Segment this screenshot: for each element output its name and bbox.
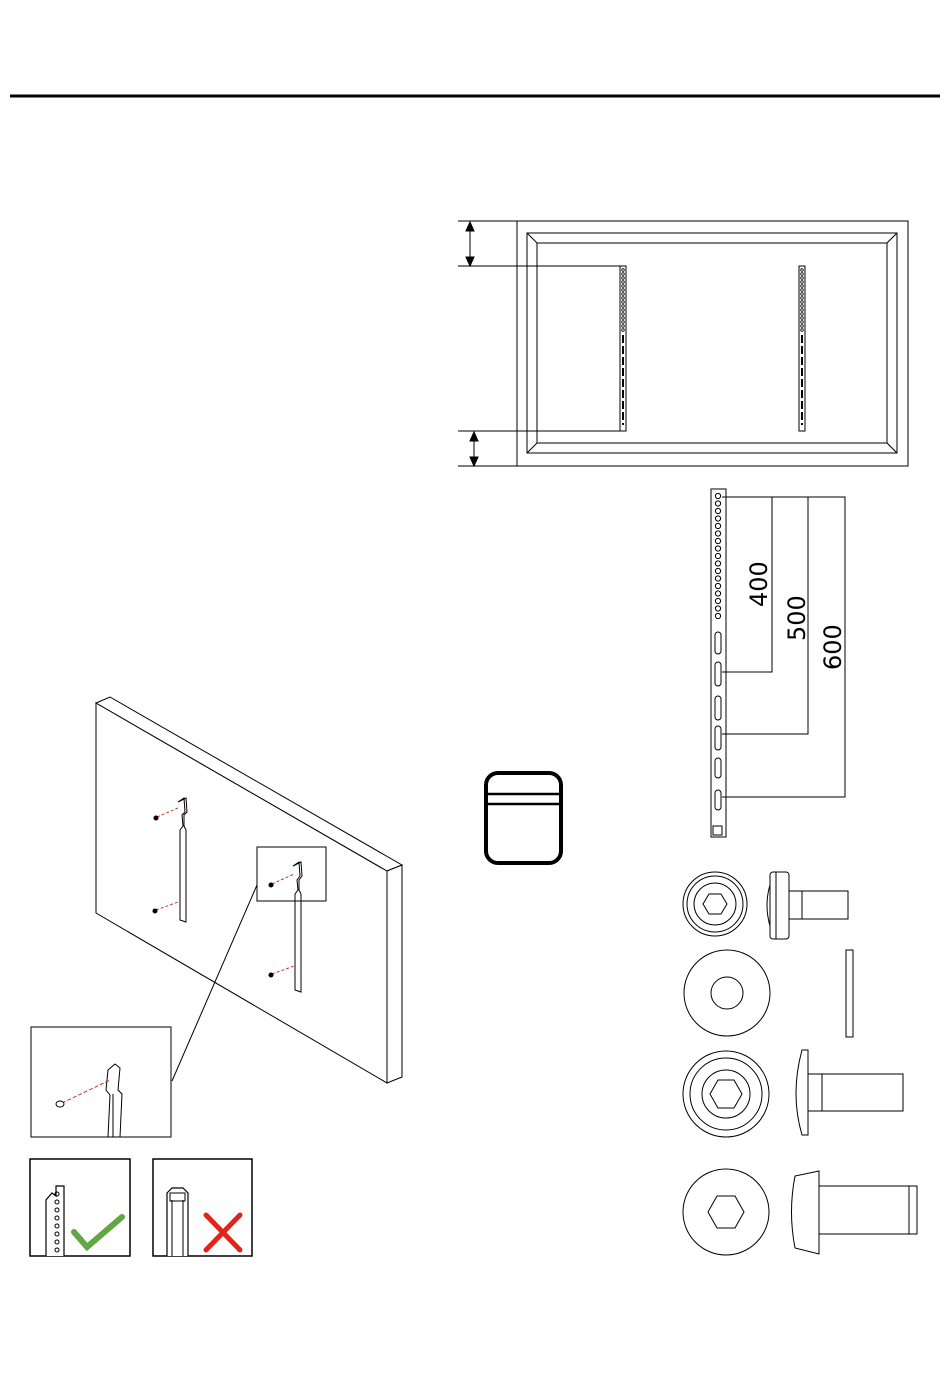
tv-rail-left bbox=[620, 266, 626, 431]
washer-icon bbox=[684, 950, 853, 1037]
wall-illustration bbox=[96, 697, 402, 1083]
tv-monitor-icon bbox=[486, 773, 561, 863]
tv-back-view bbox=[458, 221, 908, 466]
correct-example-box bbox=[30, 1159, 130, 1256]
incorrect-example-box bbox=[153, 1159, 252, 1256]
detail-inset bbox=[31, 1027, 171, 1137]
dimension-label-600: 600 bbox=[819, 624, 847, 670]
dimension-label-400: 400 bbox=[745, 561, 773, 607]
button-bolt-icon bbox=[683, 1169, 917, 1255]
tv-dimension-bottom bbox=[458, 431, 626, 466]
flanged-bolt-icon bbox=[683, 872, 848, 939]
large-bolt-icon bbox=[683, 1050, 903, 1137]
dimension-label-500: 500 bbox=[783, 595, 811, 641]
rail-spacing-chart: 400 500 600 bbox=[711, 489, 847, 837]
rail-strip bbox=[711, 489, 726, 837]
tv-dimension-top bbox=[458, 222, 626, 266]
tv-rail-right bbox=[799, 266, 805, 431]
